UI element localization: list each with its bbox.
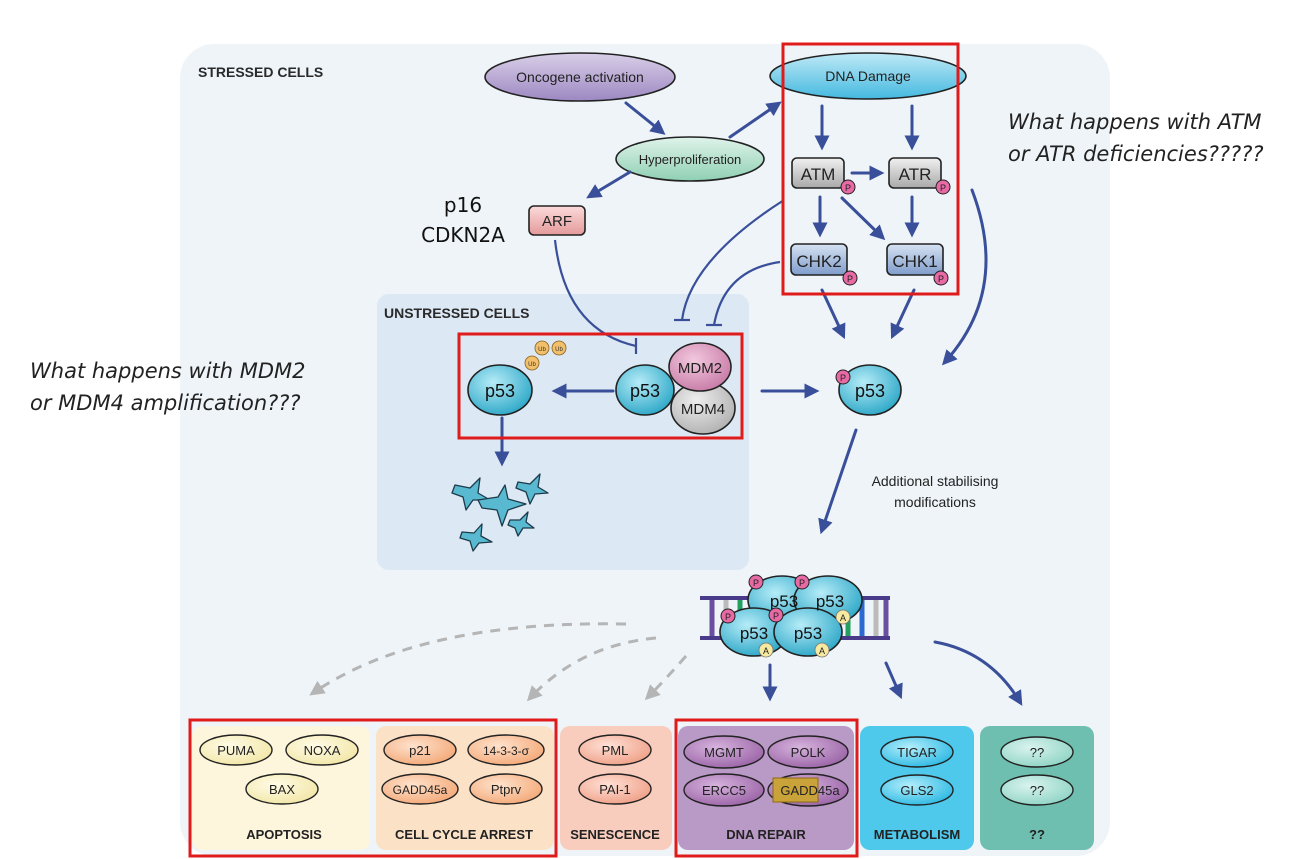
svg-text:CHK1: CHK1	[892, 252, 937, 271]
svg-text:DNA REPAIR: DNA REPAIR	[726, 827, 806, 842]
arf-gene-note: p16 CDKN2A	[410, 190, 516, 250]
highlight-atm-atr-box	[781, 42, 960, 296]
svg-text:CELL CYCLE ARREST: CELL CYCLE ARREST	[395, 827, 533, 842]
outcome-unknown: ?? ?? ??	[980, 726, 1094, 850]
dna-bound-p53-tetramer: p53 p53 p53 p53 P P P P A A A	[700, 574, 890, 658]
svg-text:??: ??	[1030, 783, 1044, 798]
svg-text:P: P	[799, 578, 805, 588]
svg-text:P: P	[753, 578, 759, 588]
svg-text:Ptprv: Ptprv	[491, 782, 522, 797]
svg-text:p53: p53	[740, 624, 768, 643]
svg-text:p53: p53	[485, 381, 515, 401]
chk1-node: CHK1 P	[886, 243, 949, 286]
mdm-question-line2: or MDM4 amplification???	[30, 391, 301, 415]
atm-question-line2: or ATR deficiencies?????	[1008, 142, 1264, 166]
svg-text:POLK: POLK	[791, 745, 826, 760]
svg-text:MGMT: MGMT	[704, 745, 744, 760]
svg-text:PML: PML	[602, 743, 629, 758]
svg-text:DNA Damage: DNA Damage	[825, 68, 911, 84]
svg-text:p53: p53	[630, 381, 660, 401]
svg-text:P: P	[845, 183, 851, 193]
atm-node: ATM P	[791, 157, 856, 195]
unstressed-cells-title: UNSTRESSED CELLS	[384, 305, 529, 321]
svg-text:NOXA: NOXA	[304, 743, 341, 758]
atm-question-line1: What happens with ATM	[1008, 110, 1262, 134]
svg-text:p53: p53	[816, 592, 844, 611]
svg-text:MDM2: MDM2	[678, 360, 722, 377]
svg-text:p21: p21	[409, 743, 431, 758]
pathway-arrows	[494, 101, 1023, 706]
svg-text:P: P	[840, 373, 846, 383]
svg-text:BAX: BAX	[269, 782, 295, 797]
svg-text:Ub: Ub	[528, 362, 536, 368]
outcome-metabolism: TIGAR GLS2 METABOLISM	[860, 726, 974, 850]
svg-text:PAI-1: PAI-1	[599, 782, 631, 797]
dna-damage-node: DNA Damage	[769, 52, 967, 100]
svg-text:p53: p53	[794, 624, 822, 643]
hyperproliferation-node: Hyperproliferation	[615, 136, 765, 182]
inhibition-lines	[553, 199, 785, 354]
chk2-node: CHK2 P	[790, 243, 858, 286]
p53-phosphorylated-node: p53 P	[835, 364, 902, 416]
svg-text:P: P	[847, 274, 853, 284]
svg-text:P: P	[773, 611, 779, 621]
arf-gene-line1: p16	[443, 193, 483, 217]
gadd45a-highlight	[772, 777, 819, 803]
svg-text:GLS2: GLS2	[900, 783, 933, 798]
svg-text:??: ??	[1029, 827, 1045, 842]
outcome-apoptosis: PUMA NOXA BAX APOPTOSIS	[192, 726, 370, 850]
svg-text:METABOLISM: METABOLISM	[874, 827, 960, 842]
svg-text:MDM4: MDM4	[681, 401, 725, 418]
svg-text:CHK2: CHK2	[796, 252, 841, 271]
additional-modifications-label-line1: Additional stabilising	[872, 473, 999, 489]
svg-text:SENESCENCE: SENESCENCE	[570, 827, 660, 842]
highlight-dna-repair-box	[674, 718, 859, 858]
svg-text:p53: p53	[770, 592, 798, 611]
p53-mdm-complex: MDM4 MDM2 p53	[615, 342, 736, 435]
svg-text:14-3-3-σ: 14-3-3-σ	[483, 744, 530, 758]
arf-node: ARF	[528, 205, 586, 236]
svg-text:PUMA: PUMA	[217, 743, 255, 758]
svg-text:Ub: Ub	[538, 347, 546, 353]
svg-text:A: A	[819, 646, 825, 656]
svg-text:Oncogene activation: Oncogene activation	[516, 69, 644, 85]
oncogene-activation-node: Oncogene activation	[484, 52, 676, 102]
degraded-p53-fragments	[451, 473, 549, 552]
highlight-mdm-box	[457, 332, 744, 440]
svg-text:A: A	[763, 646, 769, 656]
arf-gene-line2: CDKN2A	[421, 223, 505, 247]
atr-node: ATR P	[888, 157, 951, 195]
svg-text:P: P	[940, 183, 946, 193]
svg-text:TIGAR: TIGAR	[897, 745, 937, 760]
svg-text:ATM: ATM	[801, 165, 836, 184]
outcome-cell-cycle-arrest: p21 14-3-3-σ GADD45a Ptprv CELL CYCLE AR…	[376, 726, 554, 850]
dashed-arrows	[309, 622, 688, 702]
outcome-dna-repair: MGMT POLK ERCC5 GADD45a DNA REPAIR	[678, 726, 854, 850]
svg-text:Ub: Ub	[555, 347, 563, 353]
svg-text:ATR: ATR	[899, 165, 932, 184]
highlight-apoptosis-cellcycle-box	[188, 718, 558, 858]
svg-text:GADD45a: GADD45a	[393, 783, 448, 797]
svg-text:P: P	[725, 612, 731, 622]
highlight-boxes	[188, 42, 960, 858]
stressed-cells-title: STRESSED CELLS	[198, 64, 323, 80]
svg-text:Hyperproliferation: Hyperproliferation	[639, 152, 742, 167]
svg-text:p53: p53	[855, 381, 885, 401]
atm-atr-question: What happens with ATM or ATR deficiencie…	[1008, 106, 1264, 170]
svg-text:APOPTOSIS: APOPTOSIS	[246, 827, 322, 842]
svg-text:A: A	[840, 613, 846, 623]
svg-text:??: ??	[1030, 745, 1044, 760]
outcome-senescence: PML PAI-1 SENESCENCE	[560, 726, 672, 850]
additional-modifications-label-line2: modifications	[894, 494, 976, 510]
mdm-question-line1: What happens with MDM2	[30, 359, 306, 383]
svg-text:P: P	[938, 274, 944, 284]
svg-text:ERCC5: ERCC5	[702, 783, 746, 798]
svg-text:GADD45a: GADD45a	[780, 783, 840, 798]
mdm-question: What happens with MDM2 or MDM4 amplifica…	[30, 355, 306, 419]
p53-degraded-node: p53 Ub Ub Ub	[467, 340, 567, 416]
svg-text:ARF: ARF	[542, 213, 572, 230]
